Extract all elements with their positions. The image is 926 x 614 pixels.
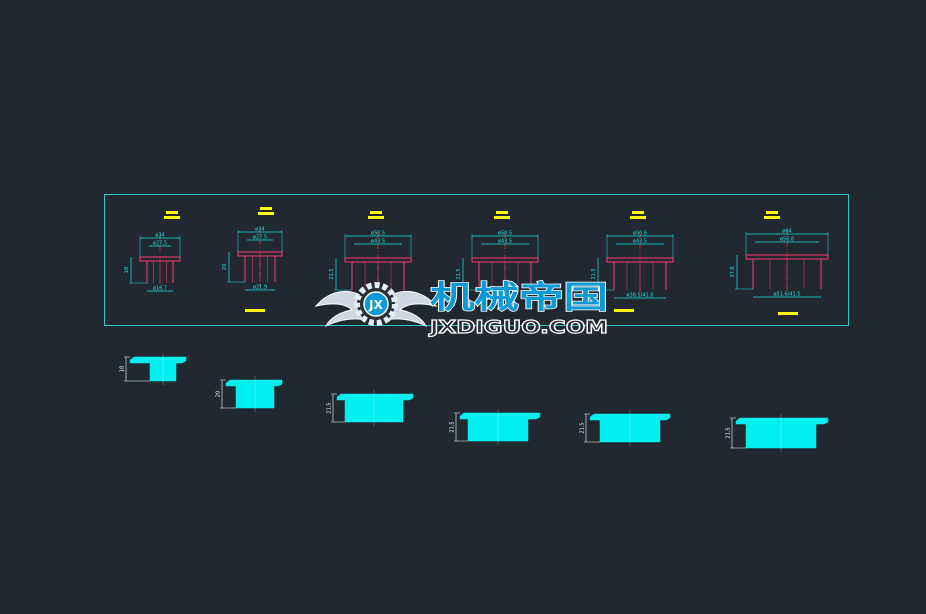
detail-note-mark-top	[166, 211, 178, 214]
detail-dim-label-inner: ø43.5	[498, 239, 512, 245]
detail-note-mark-bottom	[368, 216, 384, 219]
detail-body-outline	[613, 262, 667, 290]
detail-note-mark-bottom	[764, 216, 780, 219]
section-profile-solid	[336, 393, 414, 423]
section-profile-height-dim-label: 21.5	[580, 422, 586, 433]
detail-note-mark-bottom	[630, 216, 646, 219]
detail-note-mark-footer	[245, 309, 265, 312]
section-profile-1: 18	[120, 353, 187, 385]
detail-note-mark-footer	[778, 312, 798, 315]
detail-height-dim-label: 20	[222, 264, 228, 270]
section-profile-height-dim-label: 21.5	[726, 427, 732, 438]
section-profile-2: 20	[216, 376, 283, 412]
watermark-wing-left	[314, 290, 369, 328]
detail-bottom-dim-label: ø38.5/41.0	[626, 293, 653, 299]
detail-note-mark-bottom	[164, 216, 180, 219]
section-profile-solid	[225, 379, 283, 409]
section-profile-height-dim-label: 18	[120, 366, 126, 372]
detail-dim-label-inner: ø56.8	[780, 237, 794, 243]
detail-bottom-dim-label: ø51.6/41.5	[773, 292, 800, 298]
section-profile-6: 21.5	[726, 414, 829, 452]
section-profile-solid	[735, 417, 829, 449]
detail-drawing-frame	[104, 194, 849, 326]
section-profile-4: 21.5	[450, 409, 541, 445]
detail-dim-label-inner: ø43.5	[371, 239, 385, 245]
detail-drawing-1: ø34 ø27.5 18 ø16.7	[124, 211, 181, 292]
detail-height-dim-label: 21.5	[456, 268, 462, 279]
watermark-subtitle: JXDIGUO.COM	[427, 317, 608, 338]
detail-body-outline	[146, 261, 174, 283]
detail-body-outline	[351, 262, 405, 290]
detail-dim-label-outer: ø34	[255, 227, 264, 233]
detail-drawing-6: ø64 ø56.8 37.8 ø51.6/41.5	[730, 211, 829, 315]
section-profile-3: 21.5	[327, 390, 414, 426]
section-profile-solid	[459, 412, 541, 442]
watermark: JX 机械帝国 JXDIGUO.COM	[314, 279, 609, 339]
detail-dim-label-outer: ø64	[782, 229, 791, 235]
section-profile-solid	[129, 356, 187, 382]
detail-dim-label-outer: ø50.5	[371, 231, 385, 237]
detail-dim-label-inner: ø27.5	[153, 241, 167, 247]
section-profile-height-dim-label: 20	[216, 391, 222, 397]
detail-note-mark-top	[766, 211, 778, 214]
watermark-emblem: JX	[314, 282, 438, 328]
section-profiles: 18 20 21.5 21.5 21.5 21.5	[120, 353, 829, 452]
detail-body-outline	[752, 259, 822, 289]
detail-dim-label-outer: ø50.6	[633, 231, 647, 237]
detail-height-dim-label: 37.8	[730, 266, 736, 277]
detail-bottom-dim-label: ø21.9	[253, 285, 267, 291]
detail-dim-label-outer: ø50.5	[498, 231, 512, 237]
detail-drawing-5: ø50.6 ø43.5 21.5 ø38.5/41.0	[591, 211, 674, 312]
detail-drawing-2: ø34 ø27.5 20 ø21.9	[222, 207, 283, 312]
detail-height-dim-label: 18	[124, 267, 130, 273]
detail-bottom-dim-label: ø16.7	[153, 286, 167, 292]
section-profile-5: 21.5	[580, 410, 671, 446]
detail-note-mark-footer	[614, 309, 634, 312]
detail-height-dim-label: 21.5	[329, 268, 335, 279]
detail-drawings: ø34 ø27.5 18 ø16.7 ø34 ø27.5 20 ø21.9 ø50.5 ø43.5…	[124, 207, 829, 315]
detail-note-mark-bottom	[494, 216, 510, 219]
detail-note-mark-bottom	[258, 212, 274, 215]
section-profile-height-dim-label: 21.5	[450, 421, 456, 432]
detail-height-dim-label: 21.5	[591, 268, 597, 279]
detail-dim-label-outer: ø34	[155, 233, 164, 239]
detail-drawing-4: ø50.5 ø43.5 21.5	[456, 211, 539, 296]
detail-drawing-3: ø50.5 ø43.5 21.5	[329, 211, 412, 314]
detail-body-outline	[478, 262, 532, 290]
section-profile-height-dim-label: 21.5	[327, 402, 333, 413]
detail-note-mark-top	[496, 211, 508, 214]
watermark-gear-inner	[363, 291, 389, 317]
watermark-title: 机械帝国	[430, 280, 608, 316]
detail-note-mark-top	[260, 207, 272, 210]
detail-note-mark-top	[632, 211, 644, 214]
watermark-emblem-letters: JX	[368, 298, 383, 312]
detail-note-mark-top	[370, 211, 382, 214]
detail-dim-label-inner: ø43.5	[633, 239, 647, 245]
detail-dim-label-inner: ø27.5	[253, 235, 267, 241]
detail-body-outline	[244, 256, 276, 282]
